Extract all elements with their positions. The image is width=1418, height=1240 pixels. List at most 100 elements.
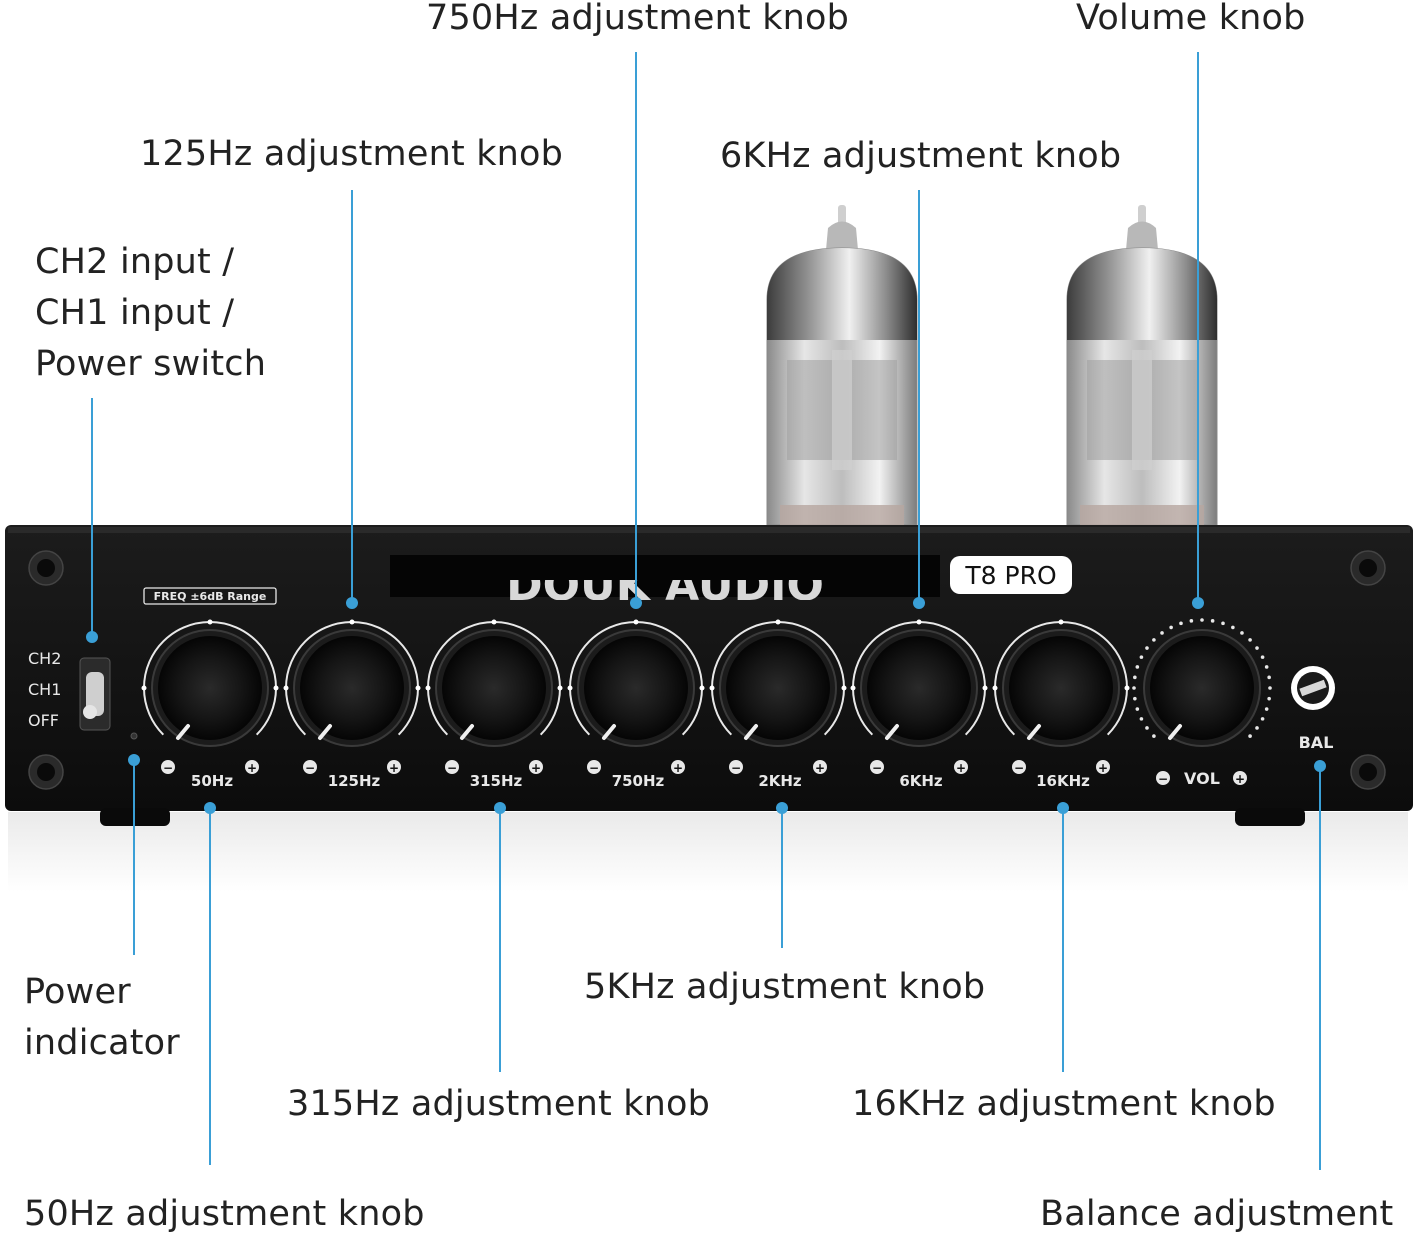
knob-minus-mark: −: [731, 761, 741, 775]
knob-pointer: [744, 724, 758, 740]
screw-hex: [1359, 763, 1377, 781]
callout-50hz-knob: 50Hz adjustment knob: [24, 1194, 425, 1234]
volume-scale-dot: [1132, 686, 1136, 690]
eq-band-label: 315Hz: [470, 772, 523, 790]
volume-scale-dot: [1145, 646, 1149, 650]
callout-volume-knob: Volume knob: [1076, 0, 1306, 38]
eq-knob-50hz[interactable]: −+50Hz: [141, 619, 279, 791]
knob-left-dot: [850, 685, 856, 691]
leader-anchor-dot: [1192, 597, 1204, 609]
eq-knob-6khz[interactable]: −+6KHz: [850, 619, 988, 791]
tube-tip: [1138, 205, 1146, 225]
knob-plus-mark-circle: [529, 760, 543, 774]
volume-scale-dot: [1260, 655, 1265, 659]
tube-base: [780, 505, 904, 525]
volume-scale-dot: [1264, 665, 1269, 669]
volume-scale-dot: [1255, 726, 1259, 730]
volume-scale-dot: [1152, 638, 1156, 642]
volume-knob-pointer: [1168, 724, 1182, 740]
volume-scale-dot: [1139, 717, 1144, 721]
knob-plus-mark-circle: [671, 760, 685, 774]
knob-plus-mark-circle: [1096, 760, 1110, 774]
range-label-box: [143, 587, 277, 605]
eq-knob-125hz[interactable]: −+125Hz: [283, 619, 421, 791]
eq-knob-315hz[interactable]: − +315Hz: [425, 619, 563, 791]
brand-logo: DOUK AUDIO: [506, 560, 824, 611]
knob-cap[interactable]: [867, 636, 971, 740]
callout-switch-line3: Power switch: [35, 344, 267, 384]
switch-pos-ch1: CH1: [28, 680, 61, 699]
knob-plus-mark: +: [531, 761, 541, 775]
volume-scale-dot: [1152, 734, 1156, 738]
knob-left-dot: [141, 685, 147, 691]
volume-knob-cap[interactable]: [1150, 636, 1254, 740]
knob-right-dot: [841, 685, 847, 691]
knob-center-dot: [633, 619, 639, 625]
right-foot: [1235, 808, 1305, 826]
knob-minus-mark-circle: [445, 760, 459, 774]
knob-cap[interactable]: [300, 636, 404, 740]
knob-pointer: [318, 724, 332, 740]
callout-leader-lines: [86, 52, 1326, 1170]
leader-anchor-dot: [204, 802, 216, 814]
volume-scale-dot: [1231, 625, 1235, 630]
knob-minus-mark-circle: [1012, 760, 1026, 774]
tube-base: [1080, 505, 1204, 525]
knob-plus-mark-circle: [954, 760, 968, 774]
leader-anchor-dot: [346, 597, 358, 609]
volume-scale-dot: [1179, 621, 1183, 626]
knob-plus-mark: +: [815, 761, 825, 775]
leader-anchor-dot: [776, 802, 788, 814]
knob-center-dot: [207, 619, 213, 625]
callout-power-line1: Power: [24, 972, 131, 1012]
knob-plus-mark: +: [1098, 761, 1108, 775]
balance-knob-slot: [1299, 679, 1327, 697]
knob-left-dot: [283, 685, 289, 691]
switch-toggle-lever[interactable]: [86, 672, 104, 716]
knob-left-dot: [992, 685, 998, 691]
eq-knob-750hz[interactable]: −+750Hz: [567, 619, 705, 791]
callout-balance-adjustment: Balance adjustment: [1040, 1194, 1394, 1234]
volume-scale-dot: [1264, 707, 1269, 711]
knob-right-dot: [982, 685, 988, 691]
volume-scale-dot: [1145, 726, 1149, 730]
volume-scale-dot: [1135, 665, 1140, 669]
knob-right-dot: [273, 685, 279, 691]
knob-right-dot: [557, 685, 563, 691]
eq-knob-16khz[interactable]: −+16KHz: [992, 619, 1130, 791]
eq-knob-2khz[interactable]: −+2KHz: [709, 619, 847, 791]
knob-minus-mark-circle: [587, 760, 601, 774]
screw-hex: [1359, 559, 1377, 577]
power-indicator-led: [130, 732, 138, 740]
volume-scale-dot: [1160, 631, 1164, 635]
knob-cap[interactable]: [442, 636, 546, 740]
tube-getter: [767, 248, 917, 340]
knob-right-dot: [699, 685, 705, 691]
knob-cap[interactable]: [1009, 636, 1113, 740]
knob-pointer: [885, 724, 899, 740]
volume-knob[interactable]: −+: [1132, 618, 1272, 786]
volume-plus-mark: +: [1235, 772, 1245, 786]
knob-minus-mark-circle: [303, 760, 317, 774]
callout-5khz-knob: 5KHz adjustment knob: [584, 967, 986, 1007]
knob-cap[interactable]: [584, 636, 688, 740]
knob-plus-mark: +: [956, 761, 966, 775]
knob-cap[interactable]: [726, 636, 830, 740]
knob-cap[interactable]: [158, 636, 262, 740]
knob-pointer: [176, 724, 190, 740]
tube-grid: [1132, 350, 1152, 470]
volume-scale-dot: [1267, 696, 1271, 701]
knob-center-dot: [1058, 619, 1064, 625]
volume-scale-dot: [1255, 646, 1259, 650]
leader-anchor-dot: [1314, 760, 1326, 772]
volume-scale-dot: [1133, 696, 1137, 701]
switch-pos-off: OFF: [28, 711, 59, 730]
knob-right-dot: [1124, 685, 1130, 691]
callout-switch-line1: CH2 input /: [35, 242, 235, 282]
knob-left-dot: [709, 685, 715, 691]
knob-minus-mark: −: [447, 761, 457, 775]
leader-anchor-dot: [913, 597, 925, 609]
knob-left-dot: [567, 685, 573, 691]
tube-tip: [838, 205, 846, 225]
